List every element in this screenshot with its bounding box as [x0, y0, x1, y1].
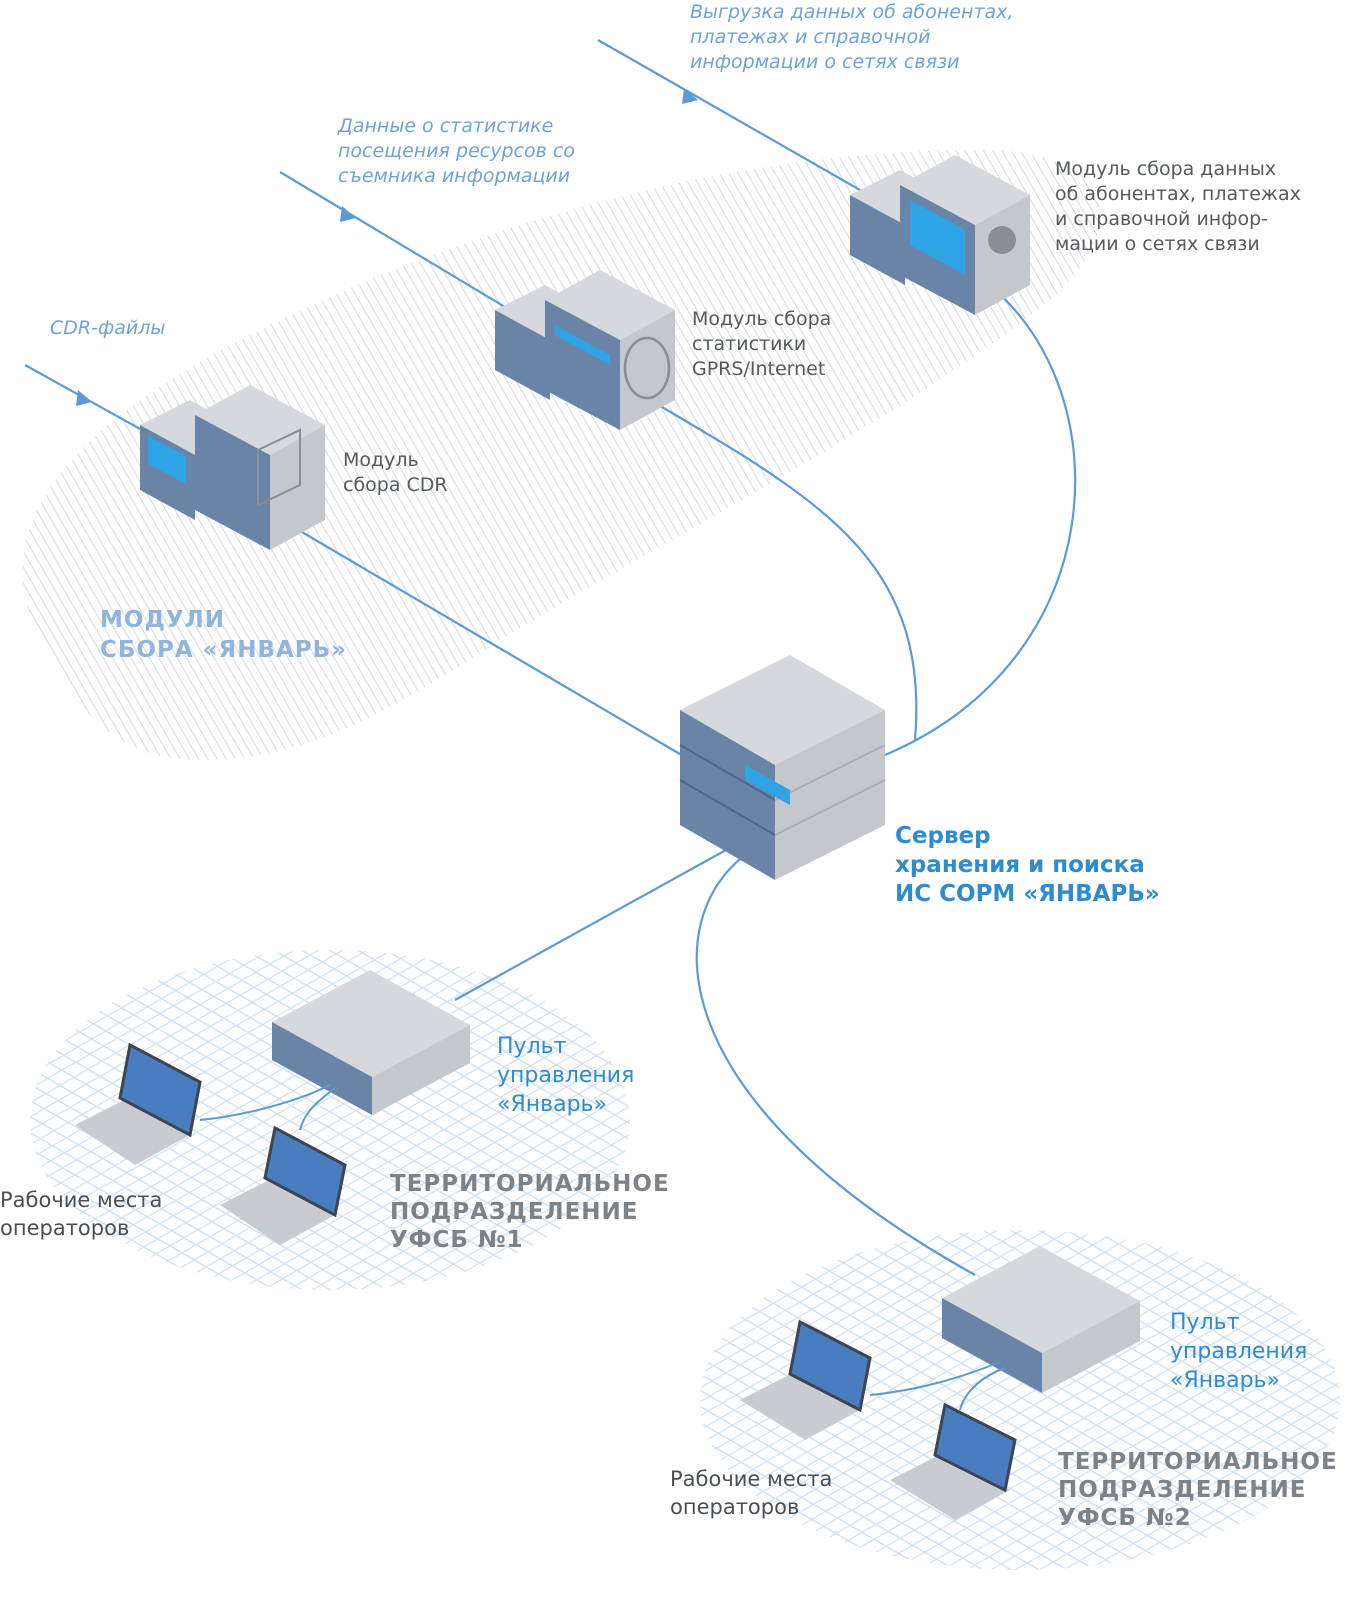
- person-icon: [988, 226, 1016, 254]
- subscribers-input-label: Выгрузка данных об абонентах, платежах и…: [690, 1, 1014, 73]
- stats-input-label: Данные о статистике посещения ресурсов с…: [338, 115, 575, 187]
- link-gprs-to-server: [649, 399, 918, 741]
- pult-1-label: Пульт управления «Январь»: [497, 1034, 635, 1117]
- cdr-input-arrow: [24, 364, 161, 441]
- link-server-to-dept1: [454, 844, 736, 1001]
- collection-modules-group-label: МОДУЛИ СБОРА «ЯНВАРЬ»: [100, 607, 348, 663]
- gprs-module[interactable]: [495, 270, 675, 430]
- link-server-to-dept2: [695, 854, 976, 1276]
- operators-2-label: Рабочие места операторов: [670, 1467, 833, 1519]
- gprs-module-label: Модуль сбора статистики GPRS/Internet: [692, 308, 832, 380]
- subscribers-arrow-head: [682, 88, 698, 104]
- central-server-label: Сервер хранения и поиска ИС СОРМ «ЯНВАРЬ…: [895, 823, 1160, 907]
- link-cdr-to-server: [289, 524, 691, 761]
- cdr-input-label: CDR-файлы: [50, 317, 166, 339]
- pult-1[interactable]: [272, 970, 470, 1115]
- cdr-module[interactable]: [140, 385, 325, 550]
- modules-zone: [22, 150, 1101, 760]
- subscribers-input-arrow: [597, 39, 861, 191]
- subscribers-module[interactable]: [850, 155, 1030, 315]
- department-1-label: ТЕРРИТОРИАЛЬНОЕ ПОДРАЗДЕЛЕНИЕ УФСБ №1: [390, 1171, 670, 1253]
- laptop-1a[interactable]: [75, 1042, 202, 1165]
- central-server[interactable]: [679, 655, 886, 880]
- document-icon: [257, 428, 301, 507]
- pult-2[interactable]: [942, 1246, 1140, 1393]
- stats-input-arrow: [279, 171, 511, 311]
- department-2-label: ТЕРРИТОРИАЛЬНОЕ ПОДРАЗДЕЛЕНИЕ УФСБ №2: [1058, 1449, 1338, 1531]
- subscribers-module-label: Модуль сбора данных об абонентах, платеж…: [1055, 158, 1301, 255]
- cdr-arrow-head: [76, 390, 92, 406]
- department-zone-2: [700, 1230, 1340, 1570]
- pult-2-label: Пульт управления «Январь»: [1170, 1310, 1308, 1393]
- laptop-1b[interactable]: [220, 1125, 347, 1245]
- laptop-2a[interactable]: [740, 1319, 872, 1440]
- link-subscribers-to-server: [884, 289, 1077, 757]
- operators-1-label: Рабочие места операторов: [0, 1188, 163, 1240]
- department-zone-1: [30, 950, 630, 1290]
- globe-icon: [623, 336, 671, 400]
- sorm-display: [745, 765, 790, 805]
- stats-arrow-head: [340, 206, 356, 222]
- laptop-2b[interactable]: [890, 1402, 1017, 1520]
- cdr-module-label: Модуль сбора CDR: [343, 449, 448, 496]
- waveform-screen: [148, 435, 186, 484]
